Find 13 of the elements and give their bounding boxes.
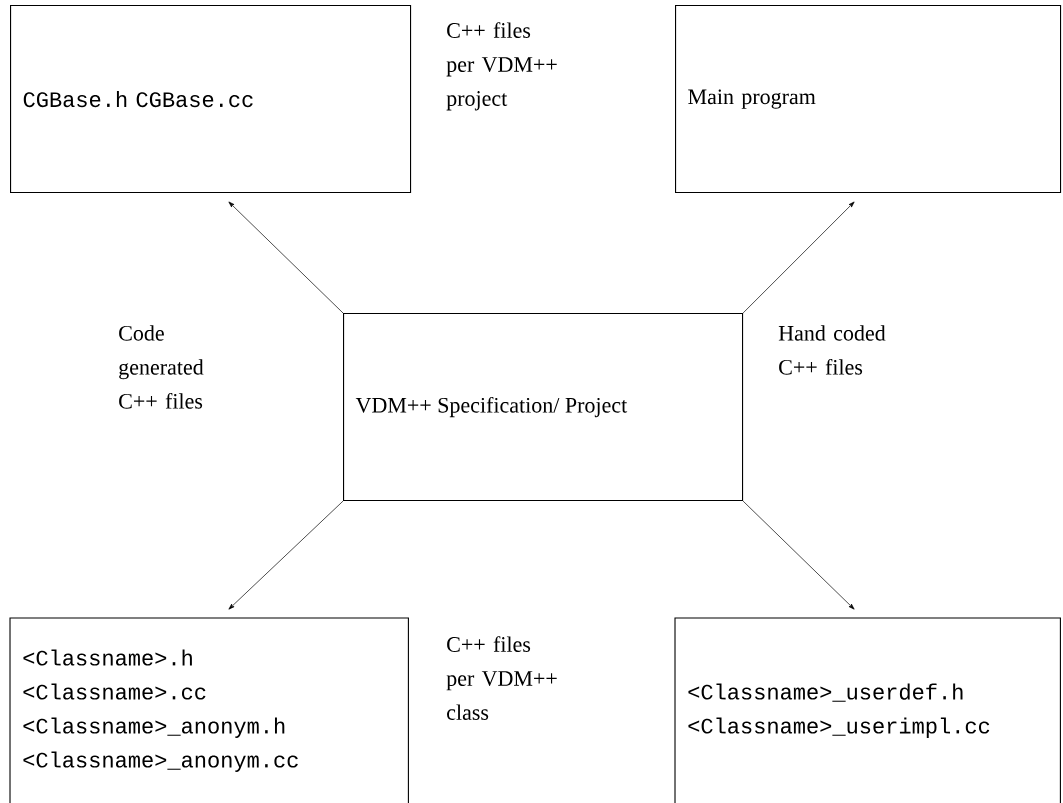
note-text: C++ files per VDM++ project [446, 22, 557, 111]
note-text: Hand coded C++ files [778, 325, 886, 375]
file-box: <Classname>_userdef.h <Classname>_userimpl.cc [674, 617, 1061, 803]
note-text: Code generated C++ files [119, 325, 204, 409]
note-text: C++ files per VDM++ class [446, 636, 557, 720]
arrow [228, 500, 344, 610]
file-box: Main program [675, 5, 1062, 194]
file-box: CGBase.h CGBase.cc [10, 5, 412, 194]
arrow [742, 201, 855, 314]
arrow [228, 201, 344, 314]
file-box: VDM++ Specification/ Project [343, 313, 744, 502]
file-box: <Classname>.h <Classname>.cc <Classname>_anonym.h <Classname>_anonym.cc [9, 617, 409, 803]
arrow [742, 500, 855, 610]
